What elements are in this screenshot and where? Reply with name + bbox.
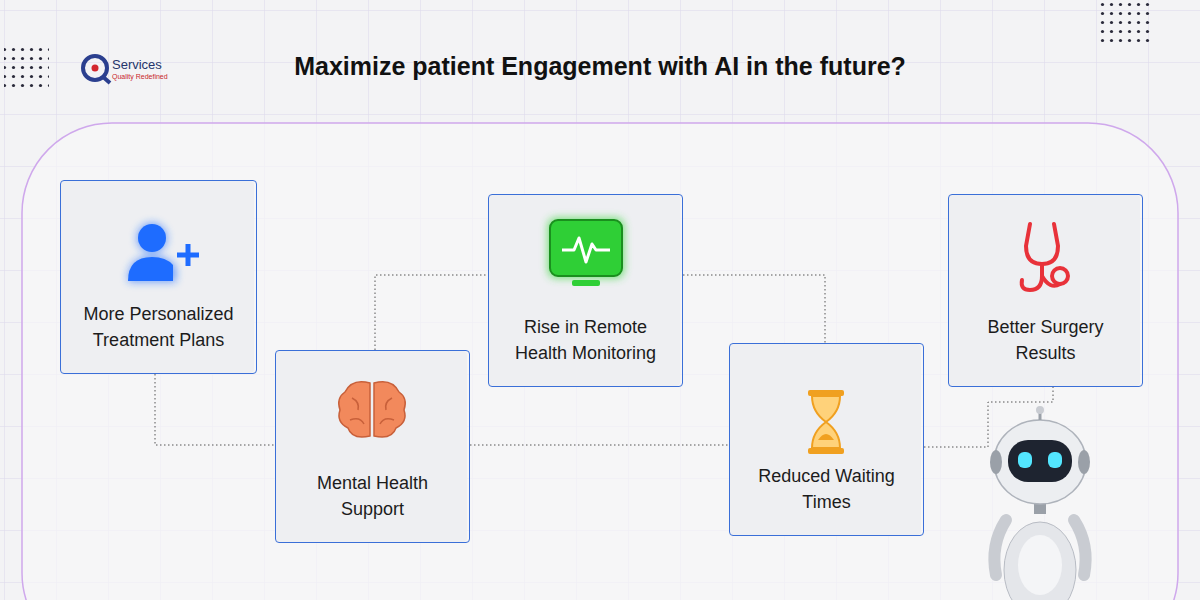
container-outline xyxy=(22,123,1178,600)
box-label: Better Surgery Results xyxy=(959,314,1132,366)
dot-grid xyxy=(1100,0,1154,45)
feature-box: Rise in Remote Health Monitoring xyxy=(488,194,683,387)
feature-box: Better Surgery Results xyxy=(948,194,1143,387)
logo-text: Quality Redefined xyxy=(112,73,168,80)
robot-illustration xyxy=(990,406,1090,600)
dotted-connector xyxy=(924,387,1053,447)
stethoscope-icon xyxy=(1022,224,1068,290)
dotted-connector xyxy=(375,275,488,350)
box-label: Reduced Waiting Times xyxy=(740,463,913,515)
person-icon xyxy=(128,223,199,282)
feature-box: More Personalized Treatment Plans xyxy=(60,180,257,374)
dotted-connector xyxy=(155,374,275,445)
box-label: Mental Health Support xyxy=(286,470,459,522)
title: Maximize patient Engagement with AI in t… xyxy=(230,52,970,81)
dot-grid xyxy=(4,44,49,89)
box-label: More Personalized Treatment Plans xyxy=(71,301,246,353)
feature-box: Mental Health Support xyxy=(275,350,470,543)
hourglass-icon xyxy=(808,390,844,454)
dotted-connector xyxy=(683,275,825,343)
monitor-icon xyxy=(548,218,624,286)
feature-box: Reduced Waiting Times xyxy=(729,343,924,536)
brain-icon xyxy=(339,382,405,437)
logo-mark xyxy=(83,56,110,83)
dotted-connector xyxy=(470,445,729,446)
box-label: Rise in Remote Health Monitoring xyxy=(499,314,672,366)
box-fills xyxy=(61,181,1140,542)
logo-text: Services xyxy=(112,57,162,72)
